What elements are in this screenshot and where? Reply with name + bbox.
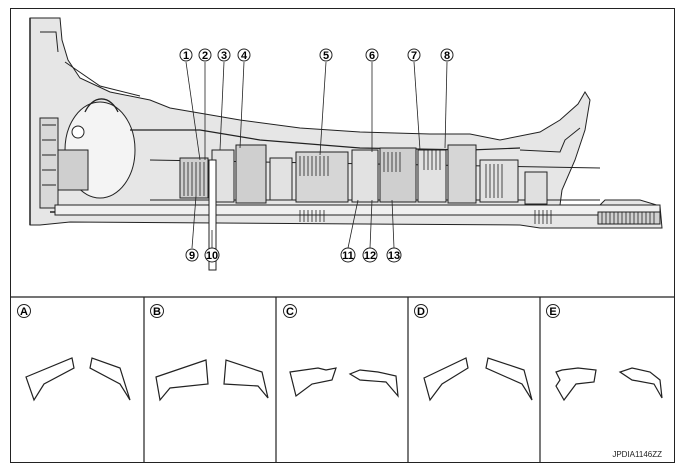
callout-leaders — [185, 61, 448, 249]
callout-6: 6 — [365, 48, 379, 62]
svg-text:13: 13 — [388, 250, 400, 262]
transmission-cross-section — [29, 17, 663, 271]
svg-text:D: D — [417, 306, 425, 318]
svg-text:A: A — [20, 306, 28, 318]
svg-text:6: 6 — [369, 50, 375, 62]
callout-11: 11 — [340, 247, 356, 263]
svg-text:3: 3 — [221, 50, 227, 62]
panel-letter-c: C — [283, 304, 297, 318]
callout-3: 3 — [217, 48, 231, 62]
svg-text:1: 1 — [183, 50, 189, 62]
callout-1: 1 — [179, 48, 193, 62]
callout-9: 9 — [185, 248, 199, 262]
panel-c-seal-pair — [289, 367, 399, 398]
svg-text:9: 9 — [189, 250, 195, 262]
panel-letter-d: D — [414, 304, 428, 318]
svg-text:E: E — [549, 306, 556, 318]
svg-text:10: 10 — [206, 250, 218, 262]
callout-8: 8 — [440, 48, 454, 62]
callout-10: 10 — [204, 247, 220, 263]
svg-text:8: 8 — [444, 50, 450, 62]
callout-markers: 1 2 3 4 5 6 7 8 9 10 11 12 13 — [179, 48, 454, 263]
panel-e-seal-pair — [555, 367, 663, 402]
svg-text:B: B — [153, 306, 161, 318]
panel-d-seal-pair — [423, 357, 533, 402]
svg-text:5: 5 — [323, 50, 329, 62]
svg-text:7: 7 — [411, 50, 417, 62]
panel-letter-e: E — [546, 304, 560, 318]
panel-letter-b: B — [150, 304, 164, 318]
svg-text:C: C — [286, 306, 294, 318]
panel-letter-a: A — [17, 304, 31, 318]
svg-text:12: 12 — [364, 250, 376, 262]
svg-text:4: 4 — [241, 50, 248, 62]
panel-b-seal-pair — [155, 359, 269, 402]
callout-13: 13 — [386, 247, 402, 263]
panel-a-seal-pair — [25, 357, 131, 402]
panel-letters: A B C D E — [17, 304, 560, 318]
figure-frame — [10, 8, 675, 463]
svg-text:11: 11 — [342, 250, 354, 262]
svg-text:2: 2 — [202, 50, 208, 62]
callout-2: 2 — [198, 48, 212, 62]
reference-code: JPDIA1146ZZ — [612, 450, 662, 459]
callout-5: 5 — [319, 48, 333, 62]
panel-grid — [10, 296, 675, 463]
callout-7: 7 — [407, 48, 421, 62]
callout-12: 12 — [362, 247, 378, 263]
callout-4: 4 — [237, 48, 251, 62]
